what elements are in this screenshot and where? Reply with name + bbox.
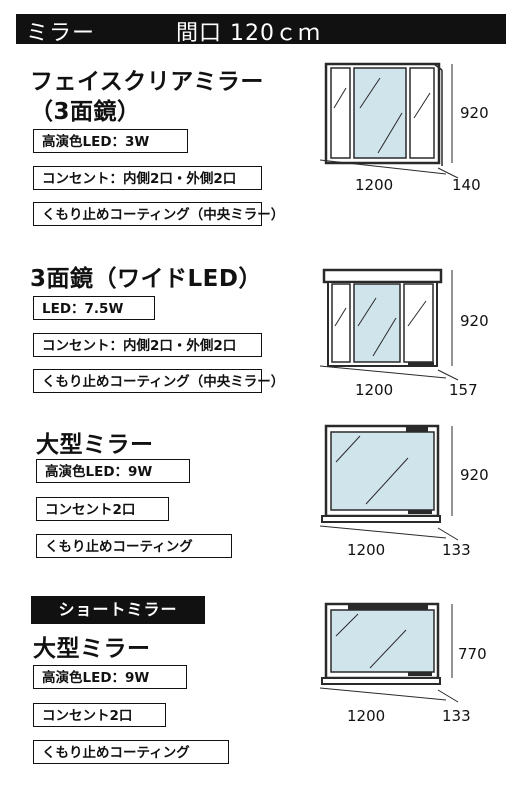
mirror-diagram-1 bbox=[319, 62, 459, 179]
dim-height: 770 bbox=[458, 645, 487, 663]
feature-antifog: くもり止めコーティング bbox=[33, 740, 229, 764]
header-bar: ミラー 間口 120ｃｍ bbox=[16, 14, 506, 46]
dim-height: 920 bbox=[460, 312, 489, 330]
product-title-sub: （3面鏡） bbox=[30, 99, 141, 125]
mirror-diagram-3 bbox=[319, 424, 459, 541]
product-title: 3面鏡（ワイドLED） bbox=[30, 266, 262, 292]
product-title: フェイスクリアミラー bbox=[30, 69, 264, 95]
short-mirror-badge: ショートミラー bbox=[31, 596, 205, 624]
category-label: ミラー bbox=[26, 21, 96, 46]
dim-width: 1200 bbox=[347, 541, 386, 559]
feature-outlet: コンセント：内側2口・外側2口 bbox=[33, 333, 262, 357]
feature-led: LED：7.5W bbox=[33, 296, 155, 320]
mirror-diagram-2 bbox=[319, 268, 459, 381]
feature-antifog: くもり止めコーティング（中央ミラー） bbox=[33, 202, 284, 226]
dim-depth: 133 bbox=[442, 707, 471, 725]
feature-outlet: コンセント2口 bbox=[36, 497, 169, 521]
dim-depth: 140 bbox=[452, 176, 481, 194]
feature-antifog: くもり止めコーティング（中央ミラー） bbox=[33, 369, 284, 393]
product-title: 大型ミラー bbox=[36, 432, 154, 458]
dim-width: 1200 bbox=[355, 176, 394, 194]
feature-led: 高演色LED：3W bbox=[33, 129, 188, 153]
mirror-diagram-4 bbox=[319, 602, 459, 703]
feature-led: 高演色LED：9W bbox=[36, 459, 190, 483]
width-label: 間口 120ｃｍ bbox=[176, 21, 321, 46]
feature-antifog: くもり止めコーティング bbox=[36, 534, 232, 558]
product-title: 大型ミラー bbox=[33, 636, 151, 662]
dim-width: 1200 bbox=[355, 381, 394, 399]
dim-depth: 157 bbox=[449, 381, 478, 399]
dim-width: 1200 bbox=[347, 707, 386, 725]
feature-led: 高演色LED：9W bbox=[33, 665, 187, 689]
dim-height: 920 bbox=[460, 466, 489, 484]
dim-depth: 133 bbox=[442, 541, 471, 559]
feature-outlet: コンセント2口 bbox=[33, 703, 166, 727]
feature-outlet: コンセント：内側2口・外側2口 bbox=[33, 166, 262, 190]
dim-height: 920 bbox=[460, 104, 489, 122]
